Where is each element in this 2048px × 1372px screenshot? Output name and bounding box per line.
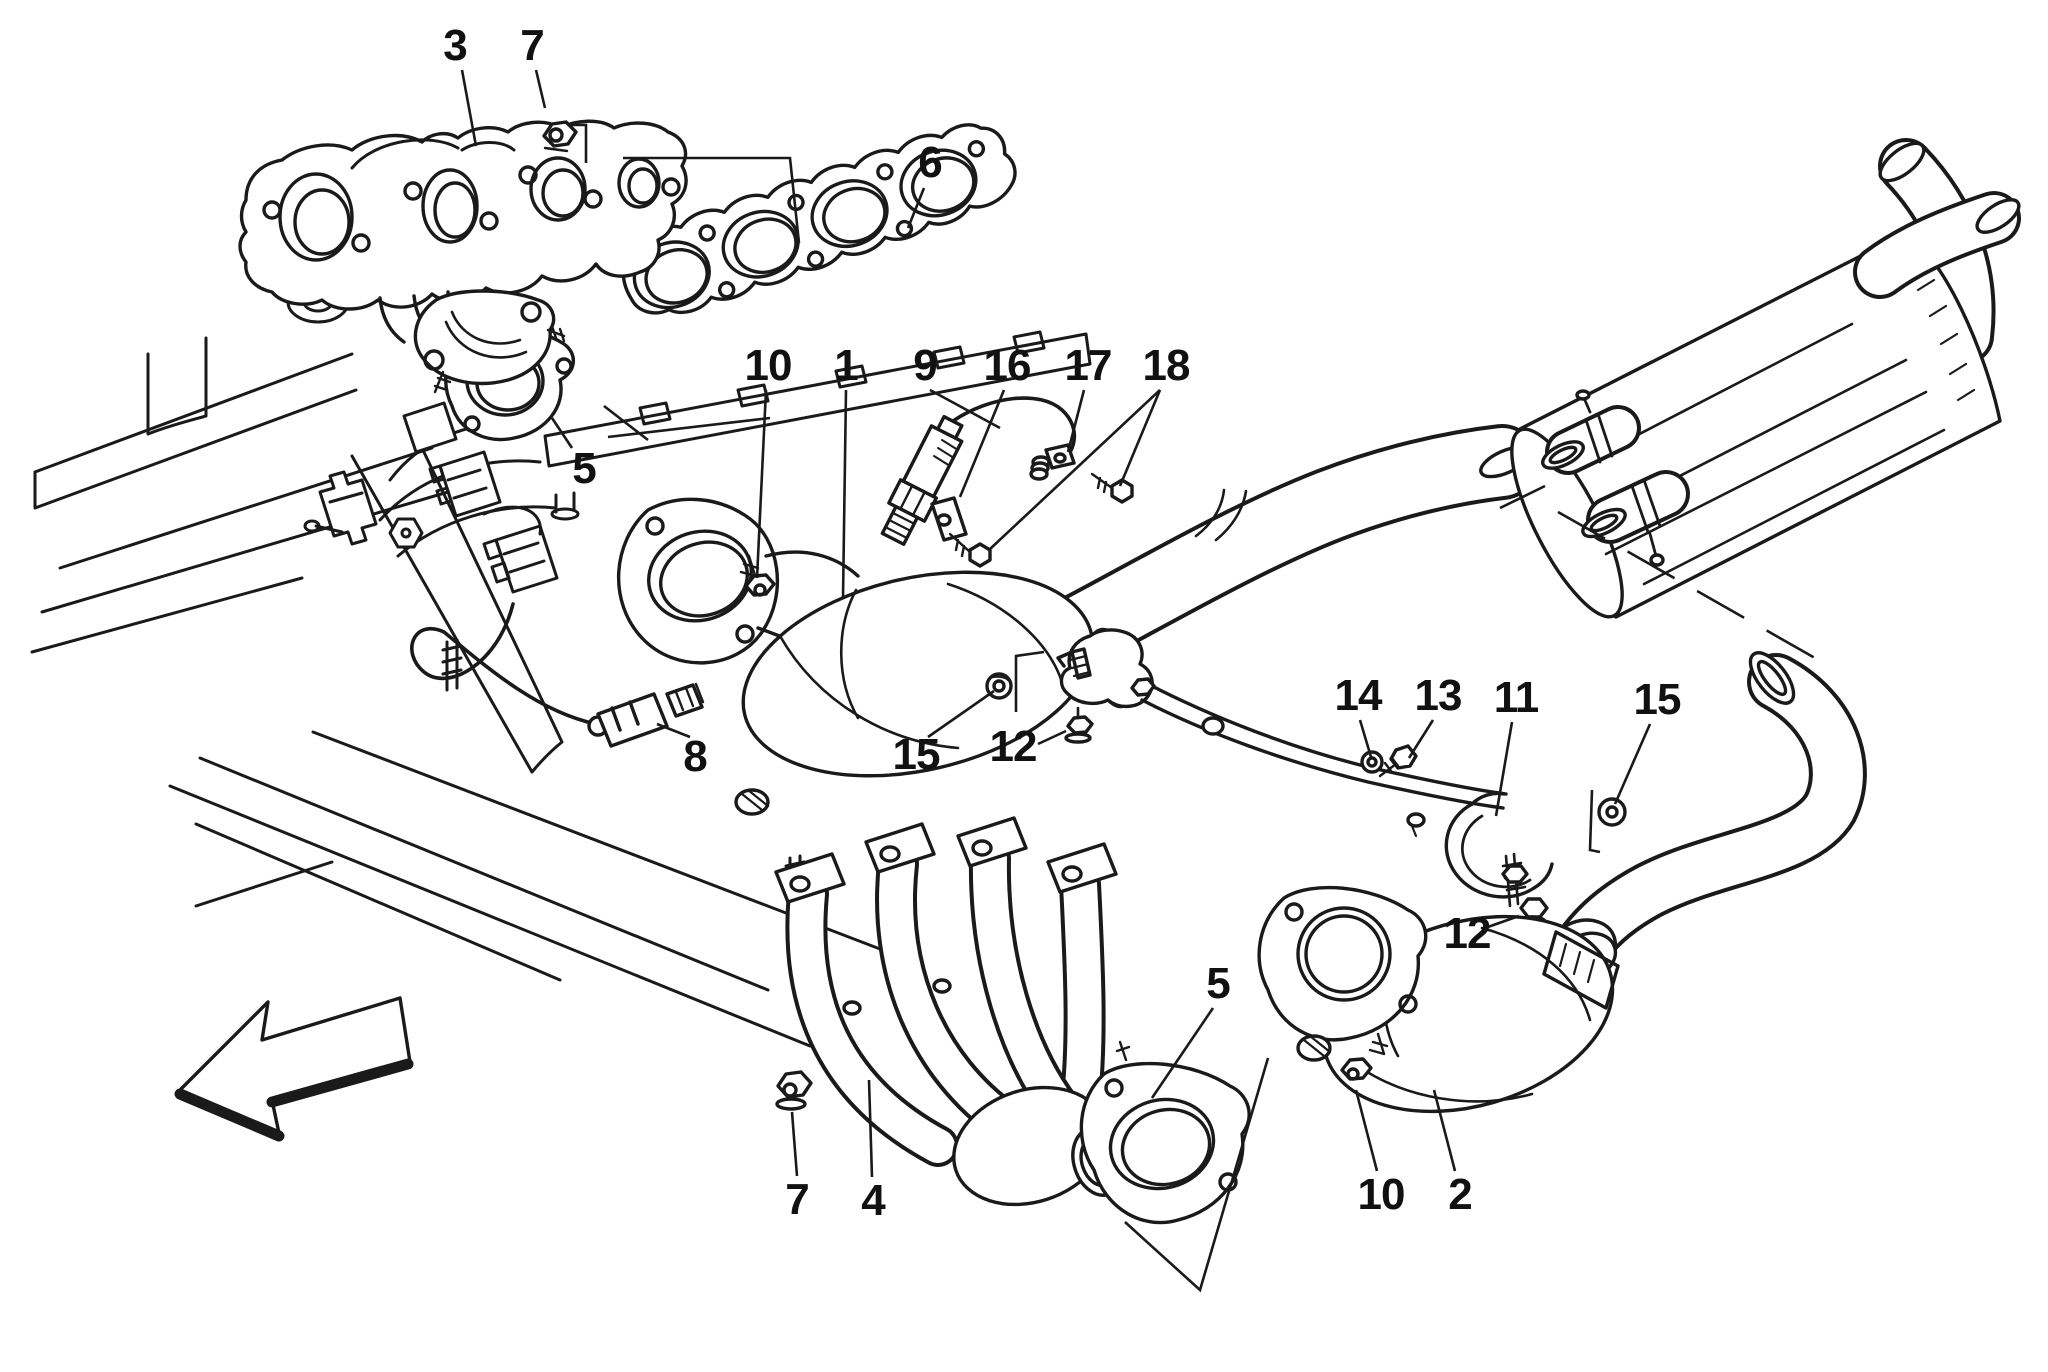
reference-line bbox=[603, 404, 649, 442]
callout-5: 5 bbox=[572, 444, 597, 493]
bolt-18b-art bbox=[968, 542, 992, 568]
callout-11: 11 bbox=[1493, 673, 1540, 722]
oxygen-sensor-rear-art bbox=[880, 396, 1134, 568]
exhaust-manifold-lower-art bbox=[774, 816, 1125, 1207]
leader-line-14 bbox=[1358, 719, 1373, 758]
sensor-connectors-art bbox=[303, 401, 598, 726]
muffler-art bbox=[1510, 138, 2021, 619]
leader-line-10 bbox=[755, 389, 768, 579]
direction-arrow bbox=[174, 996, 414, 1142]
callout-8: 8 bbox=[683, 732, 708, 781]
leader-line-12 bbox=[1484, 914, 1520, 930]
callout-10: 10 bbox=[1357, 1170, 1406, 1219]
callout-17: 17 bbox=[1064, 341, 1113, 390]
leader-line-4 bbox=[867, 1079, 874, 1178]
callout-7: 7 bbox=[785, 1175, 810, 1224]
leader-line-8 bbox=[656, 722, 691, 739]
leader-line-10 bbox=[1354, 1089, 1379, 1172]
reference-line bbox=[1014, 650, 1045, 712]
reference-line bbox=[1588, 789, 1601, 854]
callout-2: 2 bbox=[1448, 1170, 1473, 1219]
leader-line-12 bbox=[1037, 729, 1067, 746]
callout-16: 16 bbox=[983, 341, 1032, 390]
reference-line bbox=[570, 123, 588, 163]
catalytic-converter-rear-art bbox=[1257, 885, 1620, 1114]
leader-line-13 bbox=[1407, 719, 1435, 759]
callout-9: 9 bbox=[913, 341, 938, 390]
callout-5: 5 bbox=[1206, 959, 1231, 1008]
leader-line-15 bbox=[927, 689, 995, 739]
oxygen-sensor-front-art bbox=[587, 682, 705, 748]
callout-1: 1 bbox=[834, 341, 859, 390]
leader-line-5 bbox=[607, 416, 771, 439]
bolt-13-art bbox=[1389, 744, 1418, 770]
leader-line-18 bbox=[989, 389, 1161, 550]
leader-line-5 bbox=[550, 417, 574, 449]
leader-line-1 bbox=[841, 389, 848, 599]
flange-gasket-lower-art bbox=[1079, 1040, 1251, 1225]
leader-line-2 bbox=[1432, 1089, 1457, 1172]
leader-line-7 bbox=[790, 1111, 799, 1177]
callout-7: 7 bbox=[520, 21, 545, 70]
callout-15: 15 bbox=[1633, 675, 1682, 724]
leader-line-3 bbox=[460, 69, 478, 147]
leader-line-9 bbox=[929, 388, 1001, 430]
reference-line bbox=[1124, 1057, 1270, 1293]
callout-12: 12 bbox=[1443, 909, 1492, 958]
callout-4: 4 bbox=[861, 1176, 886, 1225]
leader-line-16 bbox=[958, 389, 1006, 498]
leader-line-18 bbox=[1118, 389, 1162, 487]
callout-10: 10 bbox=[744, 341, 793, 390]
leader-line-6 bbox=[906, 187, 926, 229]
catalytic-converter-front-art bbox=[616, 497, 1095, 816]
leader-line-17 bbox=[1066, 389, 1086, 453]
assembly-match-line bbox=[1557, 510, 1816, 660]
callout-3: 3 bbox=[443, 21, 468, 70]
washer-14-art bbox=[1360, 750, 1384, 774]
exhaust-manifold-upper-art bbox=[238, 119, 688, 442]
clamp-bracket-11-art bbox=[1444, 791, 1627, 929]
pipe-coupling-and-strap-art bbox=[985, 627, 1508, 838]
callout-6: 6 bbox=[918, 138, 943, 187]
leader-line-5 bbox=[1150, 1007, 1215, 1099]
callout-15: 15 bbox=[892, 730, 941, 779]
rear-pipe-art bbox=[1551, 651, 1867, 979]
callout-12: 12 bbox=[989, 722, 1038, 771]
reference-line bbox=[623, 156, 801, 244]
callout-13: 13 bbox=[1414, 671, 1463, 720]
leader-line-7 bbox=[534, 69, 547, 109]
manifold-gasket-6-art bbox=[611, 123, 1017, 315]
callout-14: 14 bbox=[1334, 671, 1383, 720]
nut-on-strap-art bbox=[1130, 677, 1156, 697]
grommet-15-rear-art bbox=[1597, 797, 1627, 827]
leader-line-15 bbox=[1613, 723, 1652, 805]
reference-line bbox=[1499, 484, 1546, 510]
leader-line-11 bbox=[1494, 721, 1514, 817]
callout-18: 18 bbox=[1142, 341, 1191, 390]
